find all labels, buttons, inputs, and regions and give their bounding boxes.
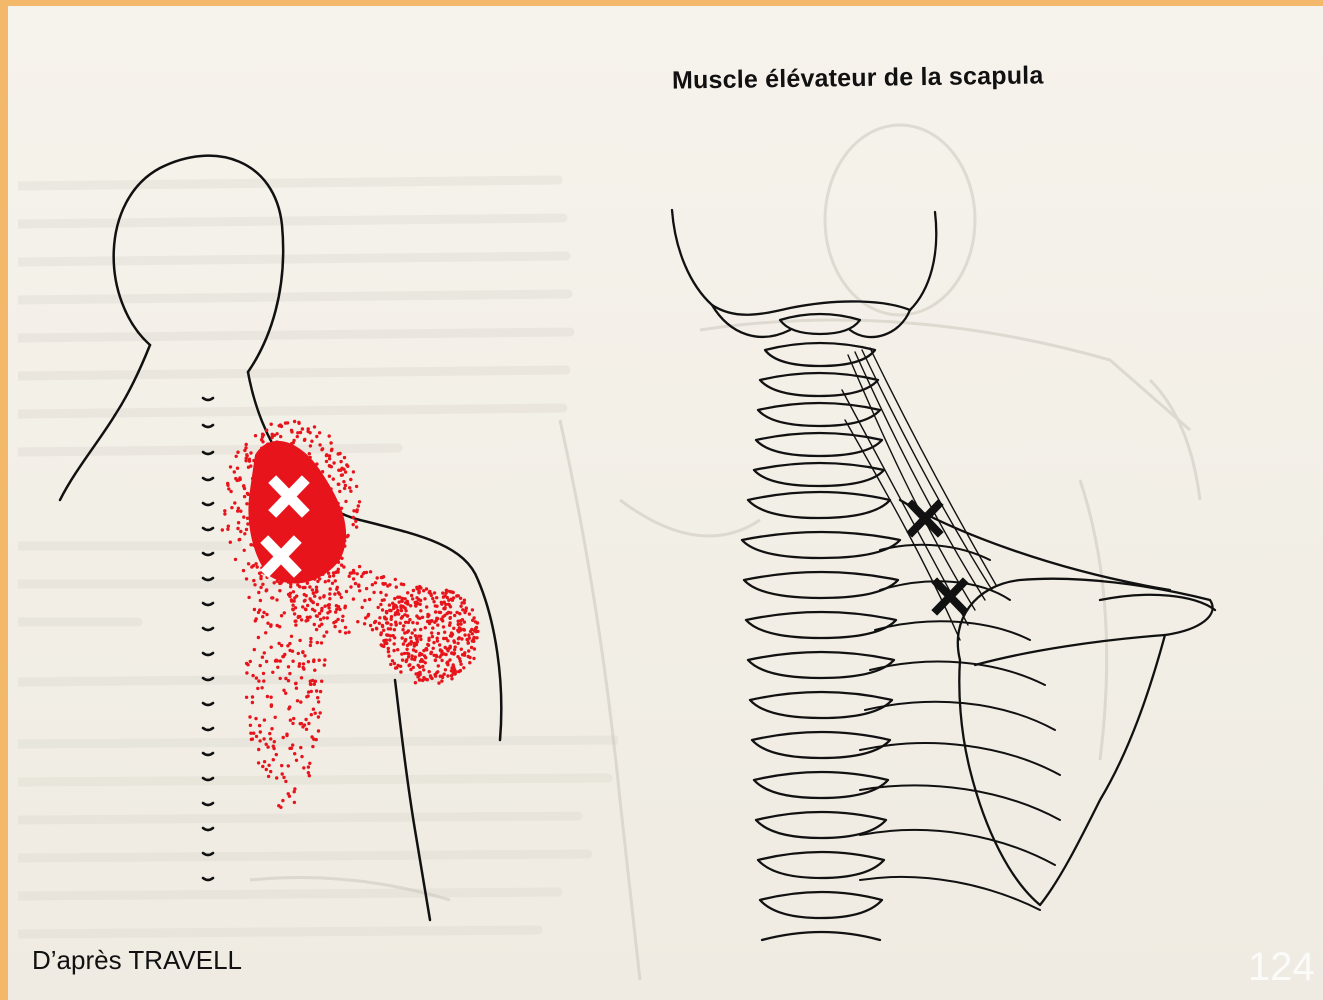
source-credit: D’après TRAVELL <box>32 945 242 976</box>
page-number: 124 <box>1248 945 1315 990</box>
figure-title: Muscle élévateur de la scapula <box>672 61 1044 95</box>
